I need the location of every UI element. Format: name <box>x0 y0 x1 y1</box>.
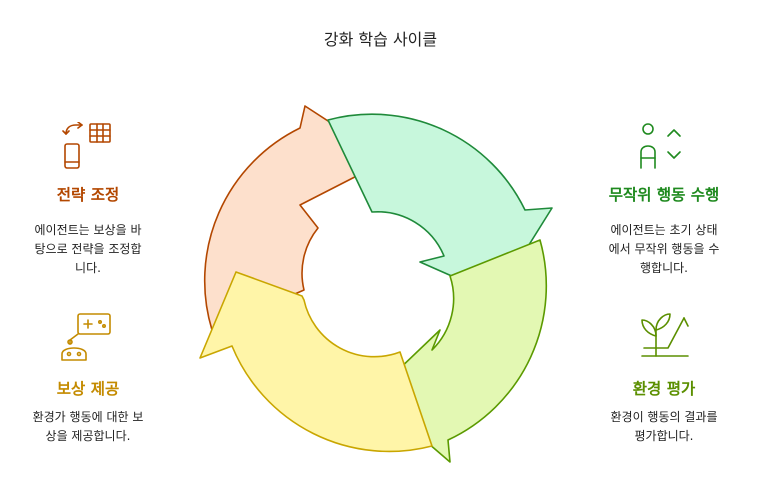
action-heading: 무작위 행동 수행 <box>608 186 720 204</box>
action-desc-line-3: 행합니다. <box>640 261 688 275</box>
action-description: 에이전트는 초기 상태 에서 무작위 행동을 수 행합니다. <box>584 221 744 278</box>
evaluate-desc-line-1: 환경이 행동의 결과를 <box>610 410 718 424</box>
evaluate-desc-line-2: 평가합니다. <box>634 429 694 443</box>
strategy-desc-line-3: 니다. <box>75 261 101 275</box>
action-desc-line-2: 에서 무작위 행동을 수 <box>608 242 720 256</box>
cycle-arrow-reward <box>199 271 433 453</box>
action-desc-line-1: 에이전트는 초기 상태 <box>610 223 718 237</box>
reward-desc-line-1: 환경가 행동에 대한 보 <box>32 410 144 424</box>
page-title: 강화 학습 사이클 <box>323 30 438 49</box>
reward-desc-line-2: 상을 제공합니다. <box>45 429 131 443</box>
reward-description: 환경가 행동에 대한 보 상을 제공합니다. <box>8 408 168 446</box>
strategy-desc-line-2: 탕으로 전략을 조정합 <box>34 242 142 256</box>
cycle-arrow-strategy <box>203 105 389 331</box>
evaluate-heading: 환경 평가 <box>632 380 696 398</box>
robot-gamepad-icon <box>60 312 114 364</box>
reward-heading: 보상 제공 <box>56 380 120 398</box>
random-action-icon <box>638 122 694 170</box>
strategy-description: 에이전트는 보상을 바 탕으로 전략을 조정합 니다. <box>8 221 168 278</box>
evaluate-description: 환경이 행동의 결과를 평가합니다. <box>584 408 744 446</box>
strategy-adjust-icon <box>62 122 114 172</box>
strategy-desc-line-1: 에이전트는 보상을 바 <box>34 223 142 237</box>
cycle-arrow-action <box>327 113 553 297</box>
plant-growth-icon <box>640 312 692 362</box>
strategy-heading: 전략 조정 <box>56 186 120 204</box>
